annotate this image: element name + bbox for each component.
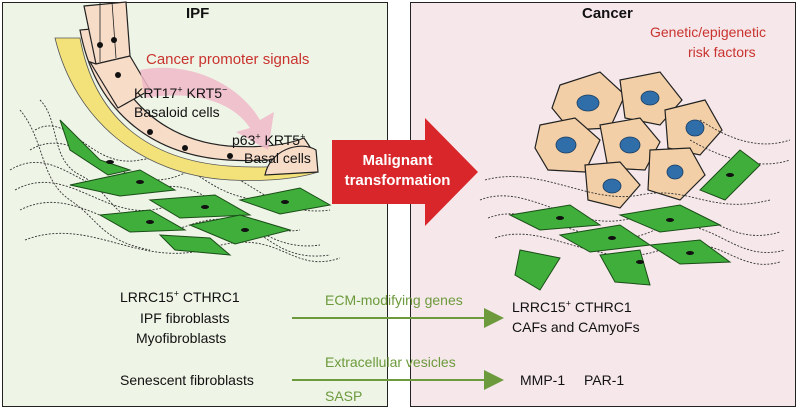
fibroblasts-right [508,149,761,291]
ipf-title: IPF [186,5,210,22]
cancer-promoter-label: Cancer promoter signals [146,51,310,68]
basaloid-marker-label: KRT17+ KRT5− [134,84,228,101]
malignant-label: Malignant [362,152,433,169]
myofibroblasts-label: Myofibroblasts [136,330,227,346]
transformation-label: transformation [344,172,451,189]
par1-label: PAR-1 [584,372,625,388]
caf-label: CAFs and CAmyoFs [512,319,640,335]
ipf-fibroblast-marker-label: LRRC15+ CTHRC1 [120,288,240,305]
cancer-title: Cancer [582,5,633,22]
ecm-genes-label: ECM-modifying genes [325,292,463,308]
senescent-fibroblasts-label: Senescent fibroblasts [120,372,254,388]
pink-signal-arrow [140,67,274,150]
basal-marker-label: p63+ KRT5+ [232,131,306,148]
malignant-transformation-arrow [332,118,478,226]
basal-cells-label: Basal cells [244,150,311,166]
ipf-fibroblasts-label: IPF fibroblasts [140,310,230,326]
risk-factors-line1: Genetic/epigenetic [650,24,766,40]
extracellular-vesicles-label: Extracellular vesicles [325,354,456,370]
caf-marker-label: LRRC15+ CTHRC1 [512,298,632,315]
sasp-label: SASP [325,388,363,404]
mmp1-label: MMP-1 [520,372,566,388]
airway-epithelium [54,1,319,181]
basaloid-cells-label: Basaloid cells [134,104,220,120]
fibroblasts-left [59,119,332,256]
risk-factors-line2: risk factors [688,44,756,60]
